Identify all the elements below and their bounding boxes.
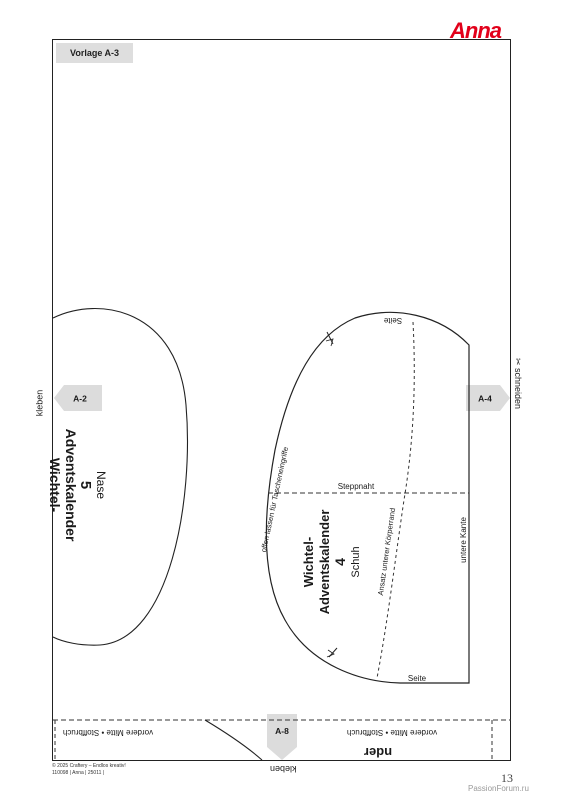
brand-logo: Anna	[450, 18, 502, 43]
connector-arrow-bottom: A-8	[267, 714, 297, 760]
shoe-side-label-bottom: Seite	[408, 674, 427, 683]
bottom-partial-title: nder	[364, 745, 392, 760]
page-frame	[52, 39, 511, 761]
shoe-name: Schuh	[350, 546, 362, 577]
bottom-curve-line	[204, 719, 263, 761]
bottom-fold-label-left: vordere Mitte • Stoffbruch	[63, 728, 153, 737]
shoe-notch-arrow-bottom	[326, 649, 335, 658]
connector-label-left: A-2	[73, 394, 87, 404]
connector-label-bottom: A-8	[275, 726, 289, 736]
shoe-seam-label: Steppnaht	[338, 482, 375, 491]
connector-arrow-left: A-2	[54, 385, 102, 411]
watermark: PassionForum.ru	[468, 784, 529, 793]
bottom-fold-label-right: vordere Mitte • Stoffbruch	[347, 728, 437, 737]
shoe-pattern-outline	[265, 311, 470, 684]
shoe-body-edge-label: Ansatz unterer Körperrand	[376, 507, 397, 596]
nose-number: 5	[77, 481, 94, 489]
connector-label-right: A-4	[478, 394, 492, 404]
shoe-side-label-top: Seite	[383, 316, 402, 325]
connector-arrow-right: A-4	[466, 385, 510, 411]
shoe-opening-label: offen lassen für Tascheneingriffe	[259, 446, 290, 553]
copyright-footer: © 2025 Craftery – Endlos kreativ! 110098…	[52, 763, 126, 776]
shoe-number: 4	[332, 558, 348, 566]
footer-line-2: 110098 | Anna | 25011 |	[52, 769, 105, 776]
nose-title-top: Wichtel-	[47, 458, 63, 513]
shoe-body-edge-line	[376, 321, 415, 679]
footer-line-1: © 2025 Craftery – Endlos kreativ!	[52, 763, 126, 769]
nose-name: Nase	[94, 471, 108, 499]
nose-pattern-outline	[52, 307, 189, 646]
shoe-title-bottom: Adventskalender	[317, 510, 332, 615]
page-number: 13	[501, 771, 513, 785]
shoe-lower-edge-label: untere Kante	[459, 517, 468, 563]
shoe-title-top: Wichtel-	[301, 537, 316, 587]
nose-title-bottom: Adventskalender	[63, 429, 79, 542]
shoe-piece-text: Wichtel- Adventskalender 4 Schuh	[301, 510, 362, 615]
shoe-notch-arrow-top	[325, 338, 334, 347]
template-label: Vorlage A-3	[56, 43, 134, 63]
nose-piece-text: Wichtel- Adventskalender 5 Nase	[47, 429, 108, 542]
